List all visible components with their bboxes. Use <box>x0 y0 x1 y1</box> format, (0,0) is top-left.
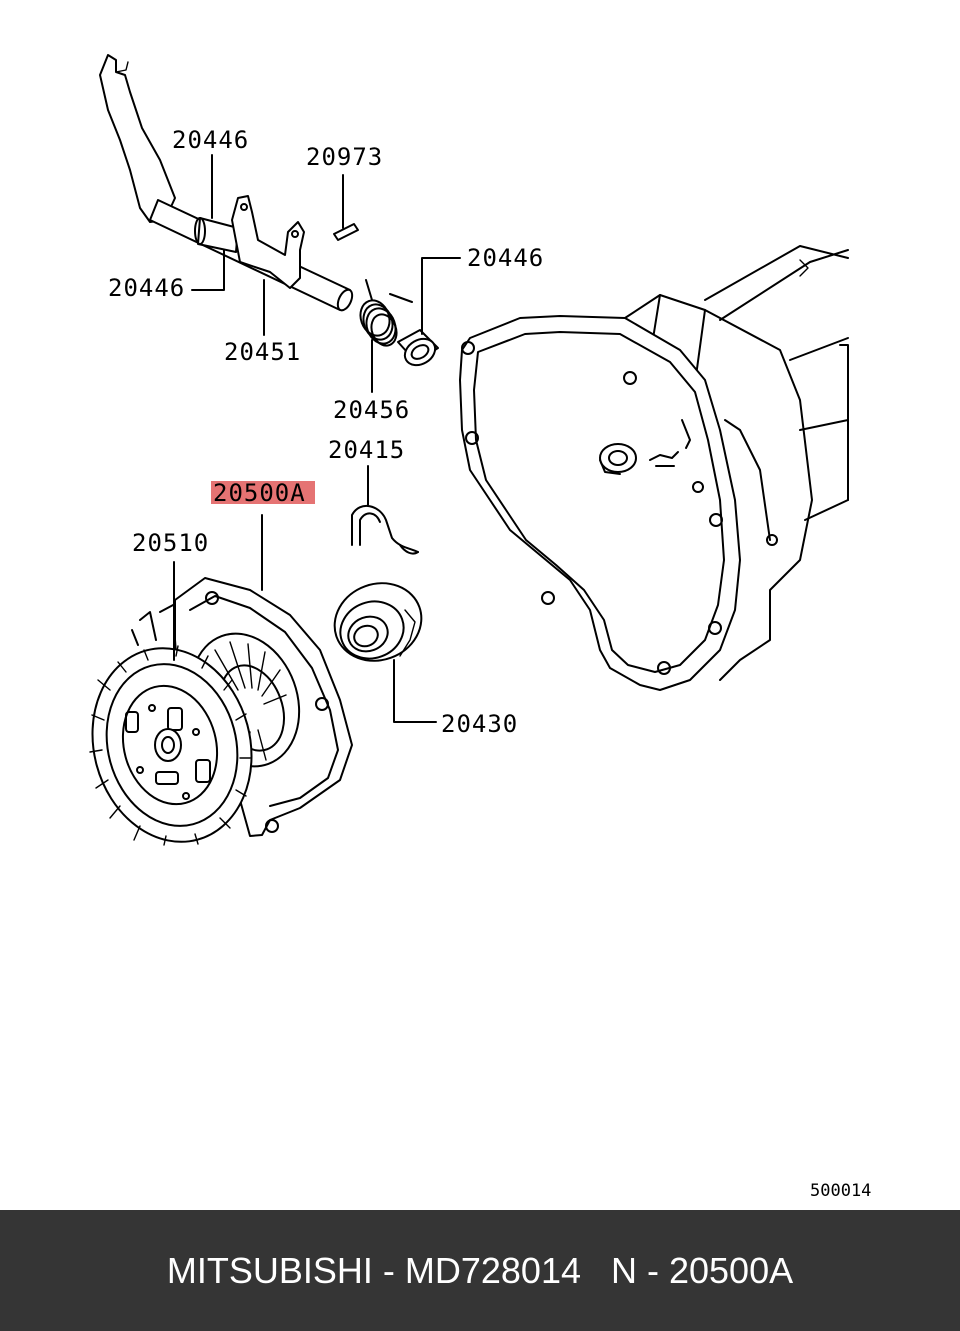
label-20451: 20451 <box>224 338 301 366</box>
parts-diagram: 20446 20973 20446 20446 20451 20456 2041… <box>89 54 871 1201</box>
label-20446-top: 20446 <box>172 126 249 154</box>
pivot-bushing-drawing <box>397 329 439 367</box>
clutch-disc-drawing <box>89 645 253 846</box>
release-fork-drawing <box>99 54 354 312</box>
return-spring-drawing <box>359 279 413 347</box>
clip-drawing <box>351 505 419 555</box>
release-bearing-drawing <box>333 582 423 662</box>
leader-lines <box>173 154 461 723</box>
label-20446-right: 20446 <box>467 244 544 272</box>
label-20415: 20415 <box>328 436 405 464</box>
highlight-box <box>211 481 315 504</box>
diagram-code: 500014 <box>810 1181 871 1201</box>
label-20446-left: 20446 <box>108 274 185 302</box>
label-20510: 20510 <box>132 529 209 557</box>
label-20456: 20456 <box>333 396 410 424</box>
label-20973: 20973 <box>306 143 383 171</box>
transmission-housing-drawing <box>459 245 849 691</box>
spring-pin-drawing <box>333 223 359 241</box>
footer-bar: MITSUBISHI - MD728014 N - 20500A <box>0 1210 960 1331</box>
footer-title: MITSUBISHI - MD728014 N - 20500A <box>166 1249 794 1291</box>
label-20500a-highlighted[interactable]: 20500A <box>213 479 306 507</box>
label-20430: 20430 <box>441 710 518 738</box>
